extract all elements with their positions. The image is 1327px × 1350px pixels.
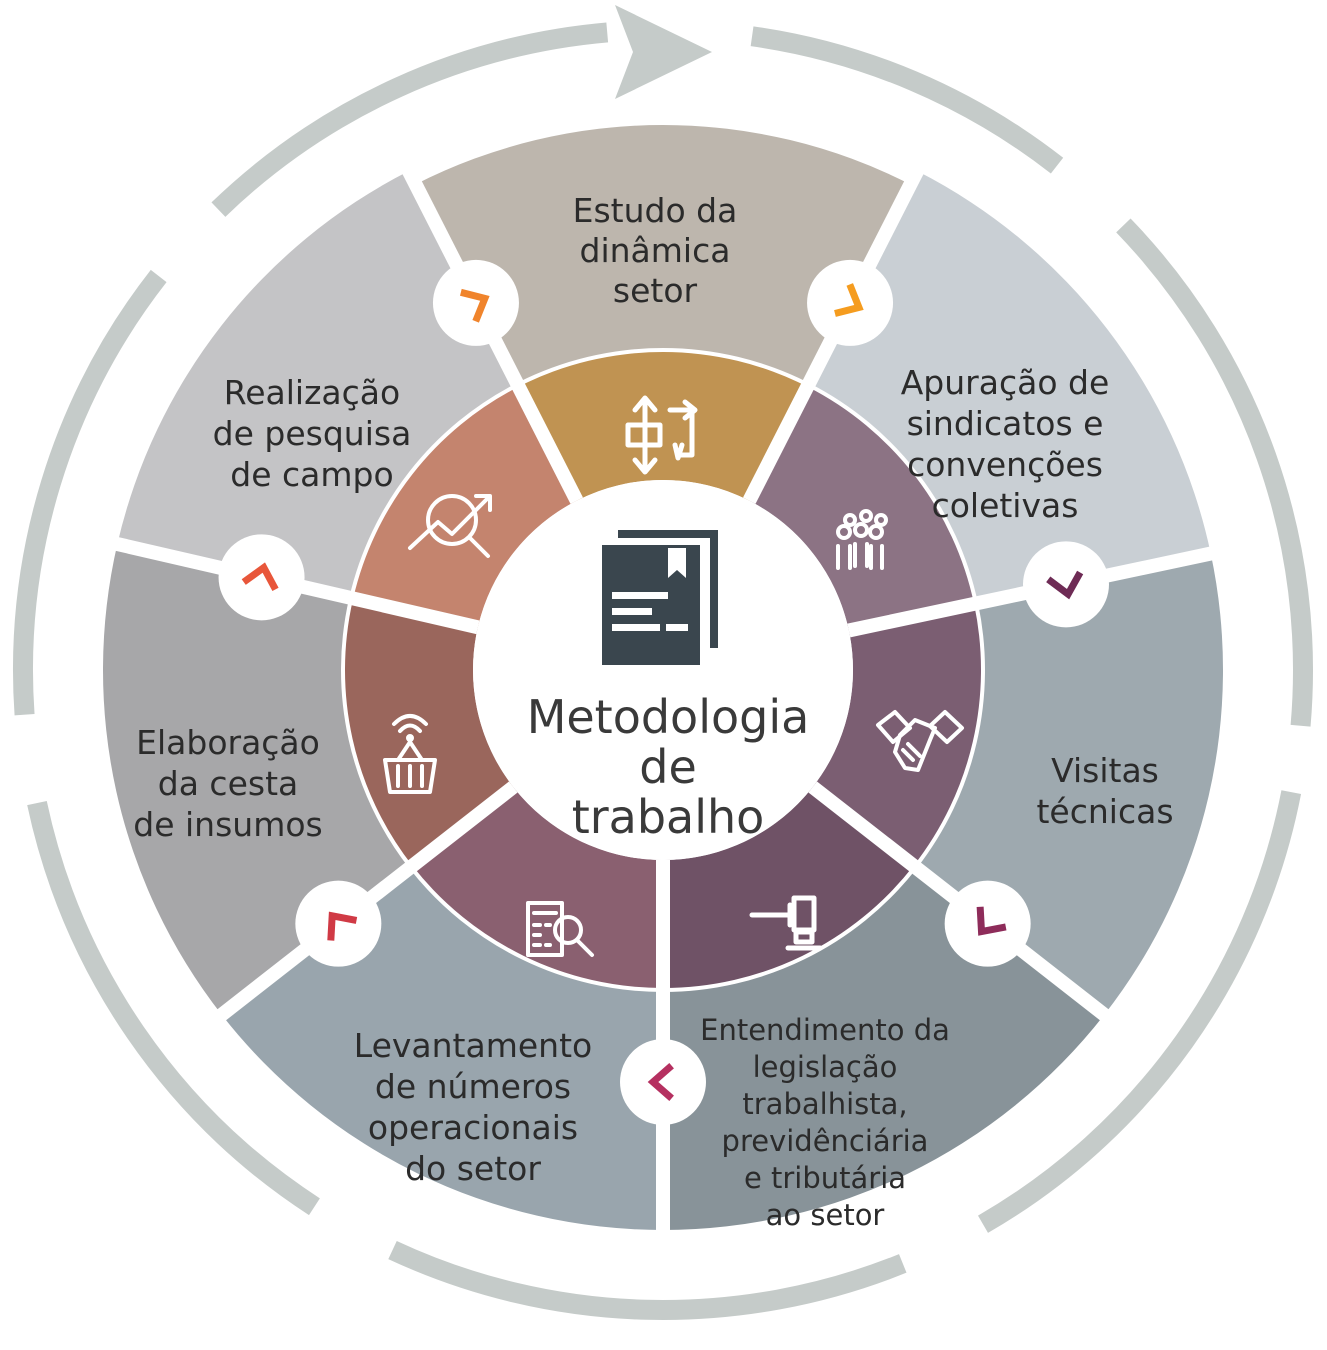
ring-segment bbox=[663, 786, 914, 988]
cycle-arc bbox=[977, 790, 1302, 1233]
step-chevron-icon bbox=[241, 562, 279, 592]
segment-label-line: convenções bbox=[907, 445, 1103, 484]
segment-label-line: técnicas bbox=[1036, 792, 1173, 831]
segment-label-line: Elaboração bbox=[136, 723, 320, 762]
center-title-line-3: trabalho bbox=[572, 790, 765, 844]
group-of-people-icon bbox=[836, 509, 888, 570]
segment-label-line: e tributária bbox=[744, 1161, 906, 1195]
ring-segment bbox=[345, 598, 514, 866]
cycle-arc bbox=[211, 22, 609, 217]
step-circle bbox=[432, 259, 519, 346]
outer-segment bbox=[117, 171, 517, 598]
segment-label-line: de números bbox=[375, 1067, 571, 1106]
segment-label-line: Realização bbox=[224, 373, 400, 412]
segment-label-line: dinâmica bbox=[580, 231, 731, 270]
gavel-icon bbox=[749, 895, 823, 951]
segment-label-line: Entendimento da bbox=[700, 1013, 950, 1047]
cycle-arc bbox=[27, 800, 320, 1216]
cycle-arc bbox=[750, 26, 1064, 174]
cycle-arrow-ring bbox=[13, 5, 1313, 1320]
center-title-line-1: Metodologia bbox=[527, 690, 810, 744]
inner-ring-segments bbox=[345, 352, 981, 988]
basket-wifi-icon bbox=[383, 714, 437, 794]
cycle-arc bbox=[388, 1240, 907, 1320]
ring-segment bbox=[412, 786, 663, 988]
step-circle bbox=[620, 1039, 706, 1125]
ring-segment bbox=[812, 603, 981, 866]
step-circle bbox=[218, 534, 305, 621]
cycle-arrowhead-icon bbox=[615, 5, 712, 99]
search-chart-icon bbox=[408, 494, 492, 558]
ring-segment bbox=[353, 386, 577, 628]
segment-label-line: Levantamento bbox=[354, 1026, 592, 1065]
document-icon bbox=[602, 530, 718, 665]
ring-segment bbox=[518, 352, 808, 501]
step-circle bbox=[944, 880, 1031, 967]
segment-label-line: da cesta bbox=[158, 764, 298, 803]
segment-label-line: de insumos bbox=[133, 805, 322, 844]
handshake-icon bbox=[876, 710, 964, 772]
segment-label-line: legislação bbox=[753, 1050, 898, 1084]
segment-label-line: trabalhista, bbox=[742, 1087, 907, 1121]
segment-label-line: do setor bbox=[405, 1149, 541, 1188]
center-circle bbox=[473, 480, 853, 860]
step-chevron-icon bbox=[647, 1063, 674, 1101]
segment-label-line: operacionais bbox=[368, 1108, 578, 1147]
calculator-search-icon bbox=[526, 901, 594, 957]
center-title-line-2: de bbox=[639, 740, 697, 794]
segment-label-line: de pesquisa bbox=[213, 414, 412, 453]
step-circle bbox=[1022, 541, 1109, 628]
step-chevron-icon bbox=[327, 911, 358, 941]
outer-segment bbox=[415, 124, 911, 384]
step-chevron-icon bbox=[1046, 570, 1084, 600]
segment-label-line: Estudo da bbox=[573, 191, 738, 230]
segment-label-line: ao setor bbox=[766, 1198, 885, 1232]
cycle-arc bbox=[1116, 218, 1313, 727]
segment-label-line: de campo bbox=[230, 455, 393, 494]
segment-label-line: previdênciária bbox=[722, 1124, 929, 1158]
segment-label-line: coletivas bbox=[932, 486, 1079, 525]
segment-label-line: setor bbox=[613, 271, 698, 310]
cycle-arc bbox=[13, 269, 167, 716]
step-markers bbox=[218, 259, 1109, 1125]
step-chevron-icon bbox=[976, 906, 1007, 936]
segment-label-line: sindicatos e bbox=[907, 404, 1104, 443]
segment-label-line: Apuração de bbox=[901, 363, 1110, 402]
step-circle bbox=[807, 259, 894, 346]
outer-segment bbox=[809, 171, 1211, 604]
segment-label-line: Visitas bbox=[1051, 751, 1159, 790]
flowchart-arrows-icon bbox=[625, 395, 698, 475]
step-circle bbox=[295, 880, 382, 967]
step-chevron-icon bbox=[460, 288, 490, 323]
ring-segment bbox=[749, 386, 975, 631]
step-chevron-icon bbox=[834, 283, 864, 317]
